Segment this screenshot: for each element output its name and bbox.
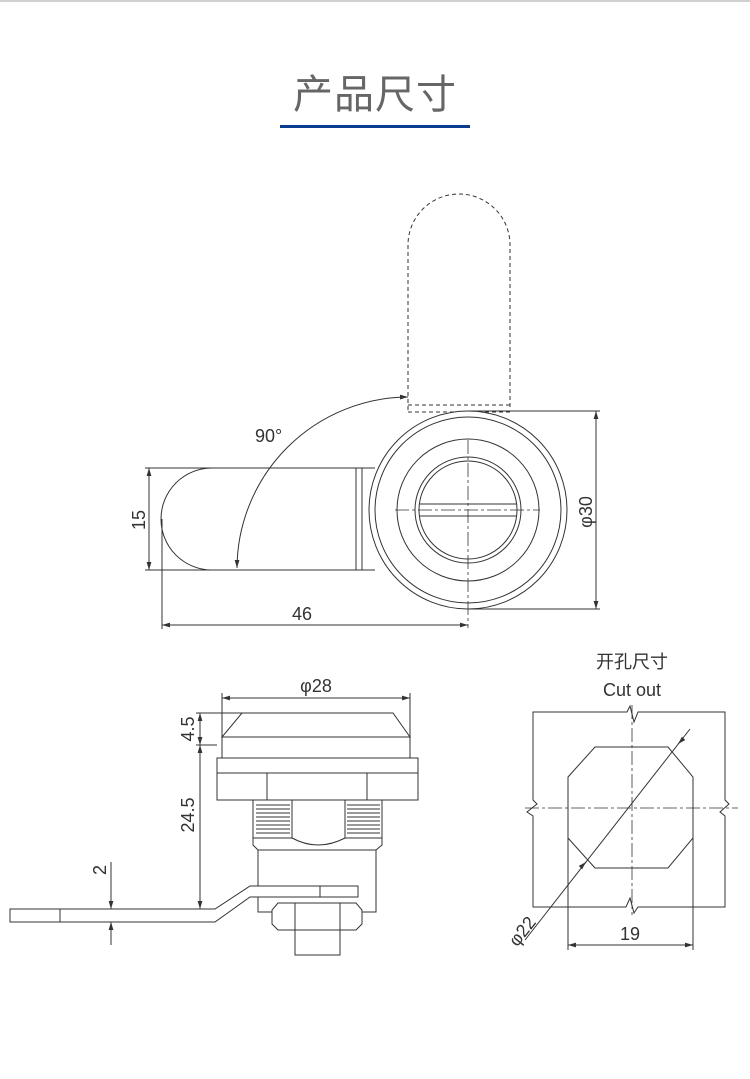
length-label: 46 [292,604,312,624]
lever [160,467,375,571]
title-underline [280,125,470,128]
top-view: 90° 15 46 φ30 [129,193,600,629]
lever-plate [9,885,359,923]
cutout-width-label: 19 [620,924,640,944]
cutout-title-en: Cut out [603,680,661,700]
plate-thickness-label: 2 [90,865,110,875]
cap-height-label: 4.5 [178,716,198,741]
cutout-view: 开孔尺寸 Cut out φ22 19 [505,652,738,950]
cutout-diameter-label: φ22 [505,913,540,950]
nut [271,902,363,931]
hidden-lever [407,193,511,410]
diameter-label: φ30 [576,496,596,528]
cutout-hole [567,746,694,869]
side-view: φ28 4.5 24.5 2 [9,676,419,956]
angle-label: 90° [255,426,282,446]
thread-lines [256,804,380,834]
width-label: 15 [129,510,149,530]
side-diameter-label: φ28 [300,676,332,696]
body-height-label: 24.5 [178,797,198,832]
cutout-title-cn: 开孔尺寸 [596,652,668,673]
page-title: 产品尺寸 [293,72,457,118]
top-divider [0,0,750,2]
